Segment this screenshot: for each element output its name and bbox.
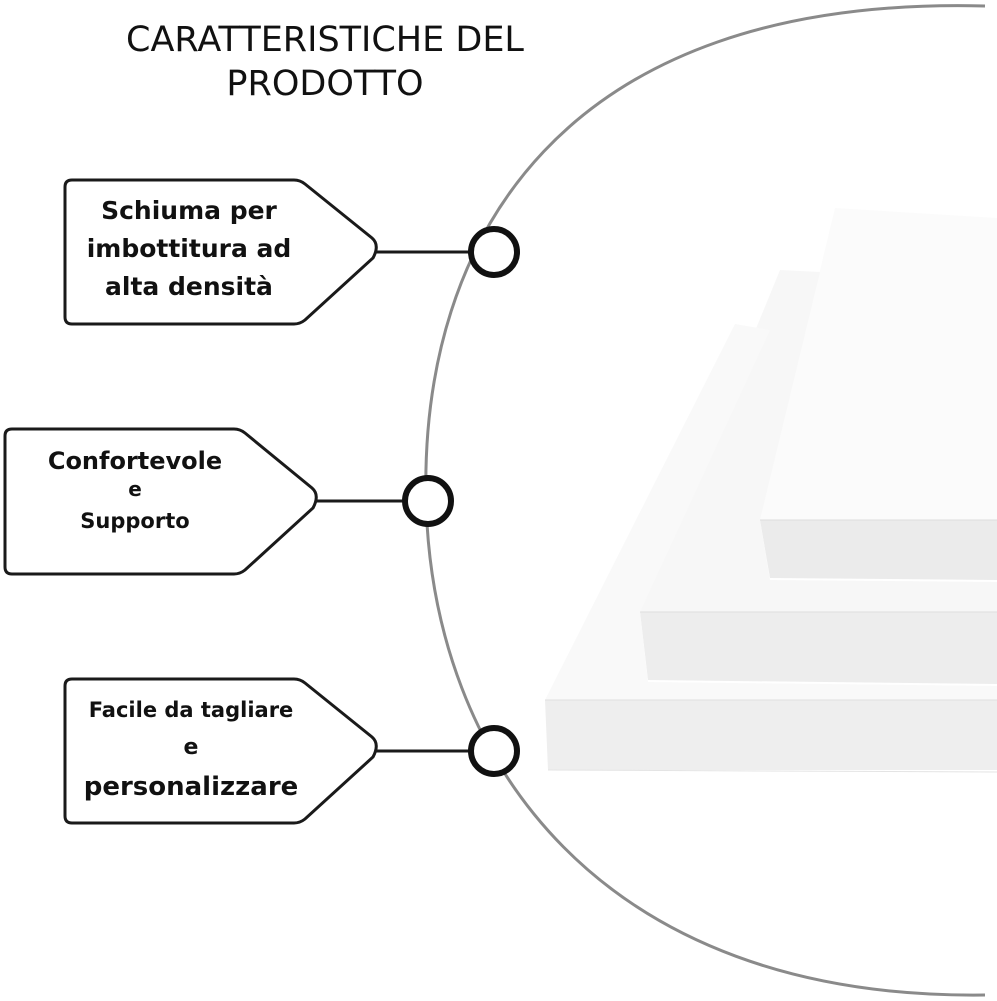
- feature-label-1: Schiuma per imbottitura ad alta densità: [66, 192, 312, 306]
- title-line-2: PRODOTTO: [226, 64, 424, 104]
- feature-label-line: alta densità: [105, 272, 273, 301]
- feature-label-line: e: [183, 735, 199, 760]
- feature-label-line: Facile da tagliare: [88, 698, 294, 722]
- callout-tag-shape: [3, 427, 318, 576]
- connector-ring: [468, 725, 520, 777]
- feature-label-line: e: [128, 477, 142, 501]
- feature-label-line: Schiuma per: [101, 196, 277, 225]
- callout-tag-shape: [63, 677, 378, 825]
- feature-label-line: Supporto: [80, 509, 190, 533]
- connector-ring: [402, 475, 454, 527]
- feature-label-line: personalizzare: [83, 772, 299, 802]
- title-line-1: CARATTERISTICHE DEL: [126, 20, 524, 60]
- feature-callout-1: [63, 178, 520, 326]
- connector-ring: [468, 226, 520, 278]
- feature-callout-3: [63, 677, 520, 825]
- page-title: CARATTERISTICHE DEL PRODOTTO: [60, 18, 590, 106]
- feature-label-3: Facile da tagliare e personalizzare: [66, 690, 316, 808]
- callout-tag-shape: [63, 178, 378, 326]
- foam-sheets-image: [545, 208, 997, 773]
- feature-label-line: Confortevole: [47, 447, 223, 475]
- feature-callout-2: [3, 427, 454, 576]
- feature-label-line: imbottitura ad: [86, 234, 292, 263]
- feature-label-2: Confortevole e Supporto: [20, 444, 250, 542]
